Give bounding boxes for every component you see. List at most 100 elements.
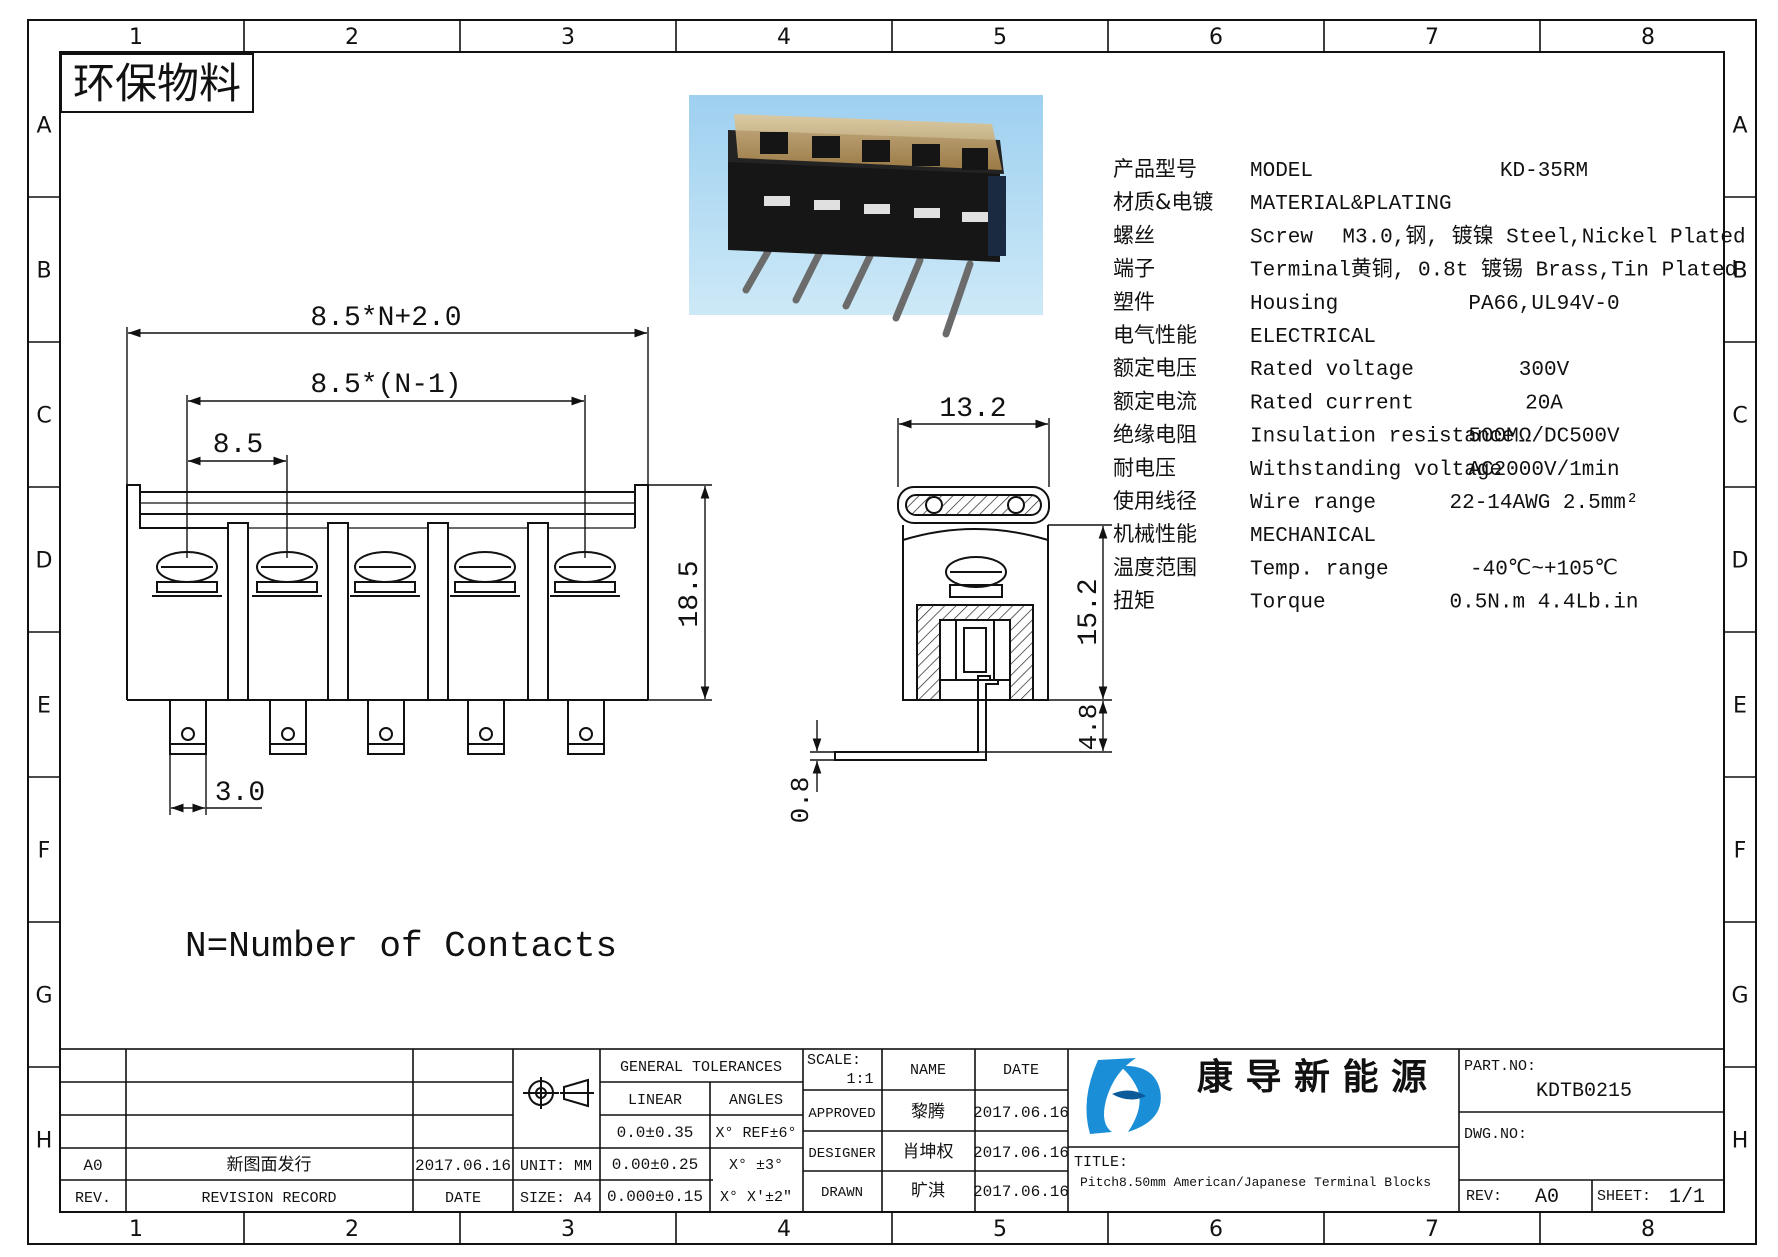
spec-value: 22-14AWG 2.5mm² bbox=[1449, 492, 1638, 515]
sheet-label: SHEET: bbox=[1597, 1188, 1651, 1205]
row-label-right: A bbox=[1732, 114, 1747, 139]
height-dim: 18.5 bbox=[675, 560, 706, 627]
approved-name: 黎腾 bbox=[911, 1102, 945, 1122]
product-photo bbox=[689, 95, 1043, 338]
pin-hole bbox=[379, 727, 393, 741]
side-width-dim: 13.2 bbox=[939, 394, 1006, 425]
spec-value: -40℃~+105℃ bbox=[1470, 558, 1618, 581]
designer-date: 2017.06.16 bbox=[973, 1144, 1069, 1162]
scale-value: 1:1 bbox=[846, 1071, 873, 1088]
barrier-wall bbox=[227, 522, 249, 701]
barrier-wall bbox=[327, 522, 349, 701]
contact-span-dim: 8.5*(N-1) bbox=[310, 370, 461, 401]
spec-label-en: Withstanding voltage bbox=[1250, 459, 1502, 482]
row-label-left: D bbox=[36, 549, 53, 574]
column-label-top: 6 bbox=[1209, 25, 1223, 50]
barrier-wall bbox=[527, 522, 549, 701]
spec-label-cn: 塑件 bbox=[1113, 290, 1155, 314]
column-label-bottom: 6 bbox=[1209, 1217, 1223, 1242]
pin-thickness-dim: 0.8 bbox=[786, 777, 816, 824]
designer-role: DESIGNER bbox=[808, 1146, 876, 1162]
side-view bbox=[834, 486, 1050, 761]
row-label-left: E bbox=[37, 694, 51, 719]
spec-label-en: Torque bbox=[1250, 592, 1326, 615]
row-label-left: A bbox=[36, 114, 51, 139]
pin-hole bbox=[181, 727, 195, 741]
screw-washer bbox=[156, 581, 218, 593]
pin-hole bbox=[281, 727, 295, 741]
spec-value: 300V bbox=[1519, 359, 1570, 382]
linear-tolerance: 0.00±0.25 bbox=[612, 1156, 698, 1174]
spec-label-en: Insulation resistance bbox=[1250, 426, 1515, 449]
column-label-bottom: 3 bbox=[561, 1217, 575, 1242]
front-view bbox=[126, 484, 649, 755]
row-label-right: E bbox=[1733, 694, 1747, 719]
rev-label: REV: bbox=[1466, 1188, 1502, 1205]
column-label-bottom: 1 bbox=[129, 1217, 143, 1242]
column-label-bottom: 7 bbox=[1425, 1217, 1439, 1242]
spec-value: M3.0,钢, 镀镍 Steel,Nickel Plated bbox=[1342, 224, 1745, 249]
part-no-value: KDTB0215 bbox=[1536, 1080, 1632, 1103]
linear-header: LINEAR bbox=[628, 1092, 682, 1109]
linear-tolerance: 0.000±0.15 bbox=[607, 1188, 703, 1206]
column-label-top: 2 bbox=[345, 25, 359, 50]
linear-tolerance: 0.0±0.35 bbox=[617, 1124, 694, 1142]
pin bbox=[467, 699, 505, 755]
column-label-top: 3 bbox=[561, 25, 575, 50]
angle-tolerance: X° REF±6° bbox=[715, 1125, 796, 1142]
spec-label-en: MODEL bbox=[1250, 160, 1313, 183]
barrier-wall bbox=[427, 522, 449, 701]
row-label-right: C bbox=[1732, 404, 1747, 429]
spec-label-cn: 螺丝 bbox=[1113, 223, 1155, 247]
angles-header: ANGLES bbox=[729, 1092, 783, 1109]
spec-label-en: Rated voltage bbox=[1250, 359, 1414, 382]
row-label-left: H bbox=[36, 1129, 53, 1154]
spec-label-en: MECHANICAL bbox=[1250, 525, 1376, 548]
spec-label-cn: 绝缘电阻 bbox=[1113, 423, 1197, 447]
column-label-bottom: 4 bbox=[777, 1217, 791, 1242]
tolerances-header: GENERAL TOLERANCES bbox=[620, 1059, 782, 1076]
spec-label-cn: 扭矩 bbox=[1113, 589, 1155, 613]
eco-material-stamp: 环保物料 bbox=[60, 53, 254, 113]
spec-label-cn: 额定电压 bbox=[1113, 356, 1197, 380]
rev-value: A0 bbox=[1535, 1186, 1559, 1209]
side-body-dim: 15.2 bbox=[1074, 578, 1105, 645]
spec-label-en: Temp. range bbox=[1250, 558, 1389, 581]
spec-label-en: ELECTRICAL bbox=[1250, 326, 1376, 349]
revision-record: 新图面发行 bbox=[227, 1155, 312, 1175]
stamp-text: 环保物料 bbox=[73, 59, 241, 108]
column-label-bottom: 5 bbox=[993, 1217, 1007, 1242]
row-label-left: C bbox=[36, 404, 51, 429]
row-label-right: B bbox=[1732, 259, 1747, 284]
part-no-label: PART.NO: bbox=[1464, 1058, 1536, 1075]
pin-width-dim: 3.0 bbox=[215, 778, 265, 809]
company-name: 康 导 新 能 源 bbox=[1197, 1056, 1427, 1098]
column-label-top: 7 bbox=[1425, 25, 1439, 50]
dwg-no-label: DWG.NO: bbox=[1464, 1126, 1527, 1143]
spec-label-en: MATERIAL&PLATING bbox=[1250, 193, 1452, 216]
screw-washer bbox=[554, 581, 616, 593]
spec-value: 20A bbox=[1525, 392, 1563, 415]
spec-label-cn: 机械性能 bbox=[1113, 522, 1197, 546]
spec-label-en: Housing bbox=[1250, 293, 1338, 316]
pin bbox=[269, 699, 307, 755]
column-label-top: 4 bbox=[777, 25, 791, 50]
spec-label-en: Wire range bbox=[1250, 492, 1376, 515]
revision-header-record: REVISION RECORD bbox=[201, 1190, 336, 1207]
contacts-note: N=Number of Contacts bbox=[185, 926, 617, 967]
spec-value: 0.5N.m 4.4Lb.in bbox=[1449, 592, 1638, 615]
pin bbox=[169, 699, 207, 755]
sheet-value: 1/1 bbox=[1669, 1186, 1705, 1209]
pitch-dim: 8.5 bbox=[213, 430, 263, 461]
row-label-right: G bbox=[1731, 984, 1748, 1009]
row-label-left: G bbox=[35, 984, 52, 1009]
revision-header-rev: REV. bbox=[75, 1190, 111, 1207]
drawn-role: DRAWN bbox=[821, 1185, 863, 1201]
spec-value: AC2000V/1min bbox=[1468, 459, 1619, 482]
pin-hole bbox=[579, 727, 593, 741]
spec-label-cn: 材质&电镀 bbox=[1113, 190, 1213, 214]
row-label-left: B bbox=[36, 259, 51, 284]
revision-rev: A0 bbox=[83, 1157, 102, 1175]
